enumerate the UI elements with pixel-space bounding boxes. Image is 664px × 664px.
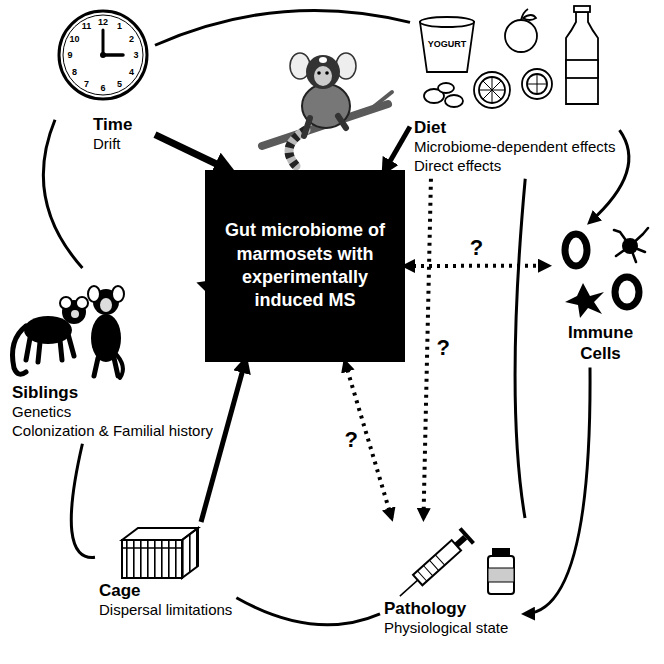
node-body: Colonization & Familial history	[12, 422, 213, 441]
node-heading: Siblings	[12, 382, 213, 403]
influence-arrow	[155, 135, 229, 170]
clock-number: 6	[100, 84, 105, 93]
factor-label: CageDispersal limitations	[95, 522, 236, 623]
cage-icon	[122, 528, 198, 578]
influence-arrow	[385, 127, 410, 170]
cycle-arc	[236, 598, 380, 625]
node-heading: Time	[93, 114, 151, 135]
edge-label: ?	[434, 337, 451, 359]
edge-label: ?	[468, 237, 485, 259]
clock-number: 8	[72, 67, 77, 76]
cycle-arc	[71, 444, 95, 558]
clock-icon	[59, 11, 147, 99]
clock-number: 9	[67, 51, 72, 60]
clock-number: 12	[98, 18, 108, 27]
node-heading: Diet	[414, 117, 616, 138]
cycle-arc	[43, 120, 82, 268]
node-heading: Cage	[99, 580, 232, 601]
clock-number: 7	[84, 79, 89, 88]
clock-number: 10	[69, 34, 79, 43]
cycle-arc	[515, 179, 525, 518]
dotted-arrow	[405, 264, 548, 268]
node-body: Direct effects	[414, 157, 616, 176]
factor-label: Immune Cells	[548, 222, 653, 368]
product-label: YOGURT	[428, 40, 467, 49]
node-body: Dispersal limitations	[99, 601, 232, 620]
dotted-arrow	[424, 179, 431, 518]
edge-label: ?	[343, 429, 360, 451]
node-heading: Immune Cells	[565, 322, 637, 365]
factor-label: PathologyPhysiological state	[380, 518, 525, 641]
influence-arrow	[525, 368, 590, 614]
clock-number: 3	[133, 51, 138, 60]
node-body: Drift	[93, 135, 151, 154]
factor-label: TimeDrift	[55, 8, 155, 157]
node-body: Genetics	[12, 403, 213, 422]
clock-number: 2	[129, 34, 134, 43]
node-body: Physiological state	[384, 619, 521, 638]
central-box: Gut microbiome of marmosets with experim…	[205, 170, 405, 362]
node-heading: Pathology	[384, 598, 521, 619]
clock-number: 5	[117, 79, 122, 88]
clock-number: 4	[129, 67, 134, 76]
factor-label: SiblingsGeneticsColonization & Familial …	[10, 268, 217, 444]
cycle-arc	[155, 10, 410, 45]
clock-number: 1	[117, 22, 122, 31]
node-heading: Gut microbiome of marmosets with experim…	[215, 219, 395, 313]
influence-arrow	[201, 362, 245, 522]
marmoset-illustration	[262, 53, 392, 166]
sibling-marmosets	[13, 286, 125, 378]
syringe-and-vial	[393, 527, 514, 603]
immune-cell-icons	[565, 228, 648, 318]
node-body: Microbiome-dependent effects	[414, 138, 616, 157]
food-icons	[420, 6, 598, 108]
clock-number: 11	[82, 22, 92, 31]
factor-label: DietMicrobiome-dependent effectsDirect e…	[410, 5, 620, 179]
